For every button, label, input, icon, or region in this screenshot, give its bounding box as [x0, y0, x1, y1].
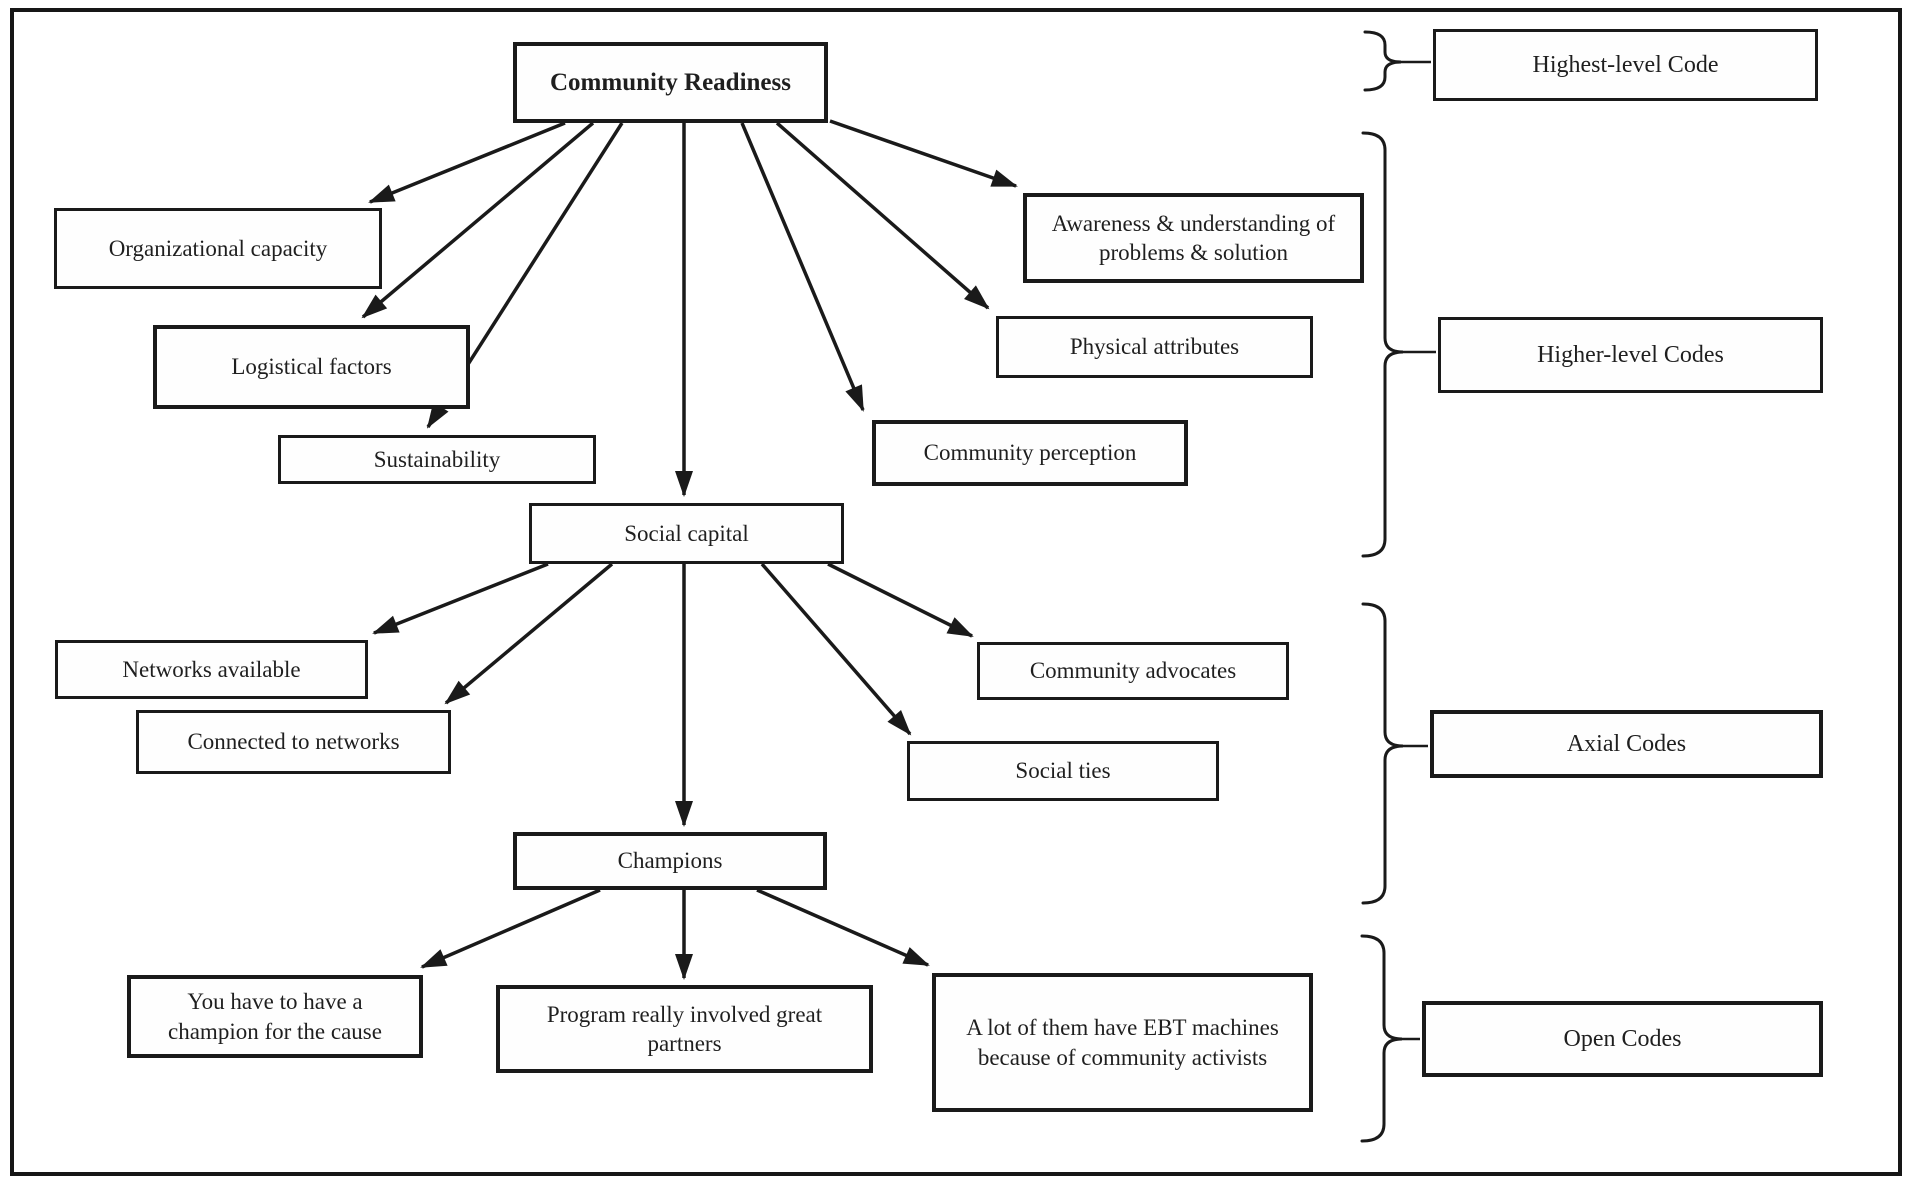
node-quote-program-partners: Program really involved great partners — [496, 985, 873, 1073]
node-awareness-understanding: Awareness & understanding of problems & … — [1023, 193, 1364, 283]
node-community-advocates: Community advocates — [977, 642, 1289, 700]
node-champions: Champions — [513, 832, 827, 890]
legend-axial-codes: Axial Codes — [1430, 710, 1823, 778]
node-organizational-capacity: Organizational capacity — [54, 208, 382, 289]
node-sustainability: Sustainability — [278, 435, 596, 484]
node-community-perception: Community perception — [872, 420, 1188, 486]
legend-higher-level-codes: Higher-level Codes — [1438, 317, 1823, 393]
node-physical-attributes: Physical attributes — [996, 316, 1313, 378]
node-community-readiness: Community Readiness — [513, 42, 828, 123]
node-logistical-factors: Logistical factors — [153, 325, 470, 409]
node-social-ties: Social ties — [907, 741, 1219, 801]
node-networks-available: Networks available — [55, 640, 368, 699]
node-social-capital: Social capital — [529, 503, 844, 564]
legend-highest-level-code: Highest-level Code — [1433, 29, 1818, 101]
node-quote-ebt-machines: A lot of them have EBT machines because … — [932, 973, 1313, 1112]
node-quote-champion-cause: You have to have a champion for the caus… — [127, 975, 423, 1058]
legend-open-codes: Open Codes — [1422, 1001, 1823, 1077]
node-connected-to-networks: Connected to networks — [136, 710, 451, 774]
